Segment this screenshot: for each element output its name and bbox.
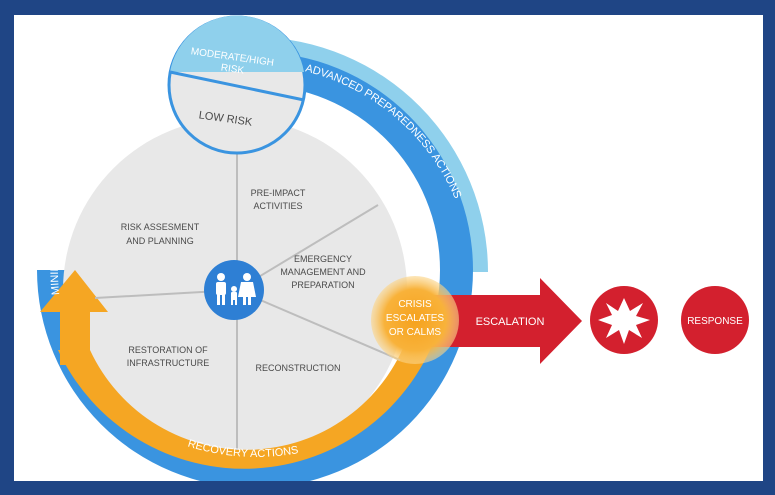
explosion-icon xyxy=(590,286,658,354)
recovery-arrow-shaft xyxy=(60,305,90,365)
risk-assessment-label-1: RISK ASSESMENT xyxy=(121,222,200,232)
recovery-arrow-head xyxy=(40,270,108,312)
emergency-label-1: EMERGENCY xyxy=(294,254,352,264)
response-label: RESPONSE xyxy=(687,316,743,327)
escalation-arrow[interactable] xyxy=(430,278,582,364)
pre-impact-label-2: ACTIVITIES xyxy=(253,201,302,211)
preparedness-cycle-diagram: MODERATE/HIGH RISK LOW RISK MINIMUM PREP… xyxy=(37,15,749,481)
restoration-label-1: RESTORATION OF xyxy=(128,345,208,355)
emergency-label-2: MANAGEMENT AND xyxy=(280,267,366,277)
moderate-high-risk-zone xyxy=(170,15,304,72)
risk-assessment-label-2: AND PLANNING xyxy=(126,236,194,246)
escalation-label: ESCALATION xyxy=(476,316,545,328)
crisis-label-3: OR CALMS xyxy=(389,327,442,338)
response-circle[interactable] xyxy=(681,286,749,354)
restoration-label-2: INFRASTRUCTURE xyxy=(127,358,210,368)
reconstruction-label: RECONSTRUCTION xyxy=(256,363,341,373)
family-icon xyxy=(204,260,264,320)
pre-impact-label-1: PRE-IMPACT xyxy=(251,188,306,198)
crisis-label-1: CRISIS xyxy=(398,299,432,310)
diagram-frame: MODERATE/HIGH RISK LOW RISK MINIMUM PREP… xyxy=(14,15,763,481)
moderate-high-risk-label-2: RISK xyxy=(220,62,245,76)
risk-divider xyxy=(169,70,305,102)
emergency-label-3: PREPARATION xyxy=(291,280,354,290)
recovery-actions-arc xyxy=(58,330,438,469)
crisis-label-2: ESCALATES xyxy=(386,313,444,324)
crisis-circle xyxy=(371,276,459,364)
